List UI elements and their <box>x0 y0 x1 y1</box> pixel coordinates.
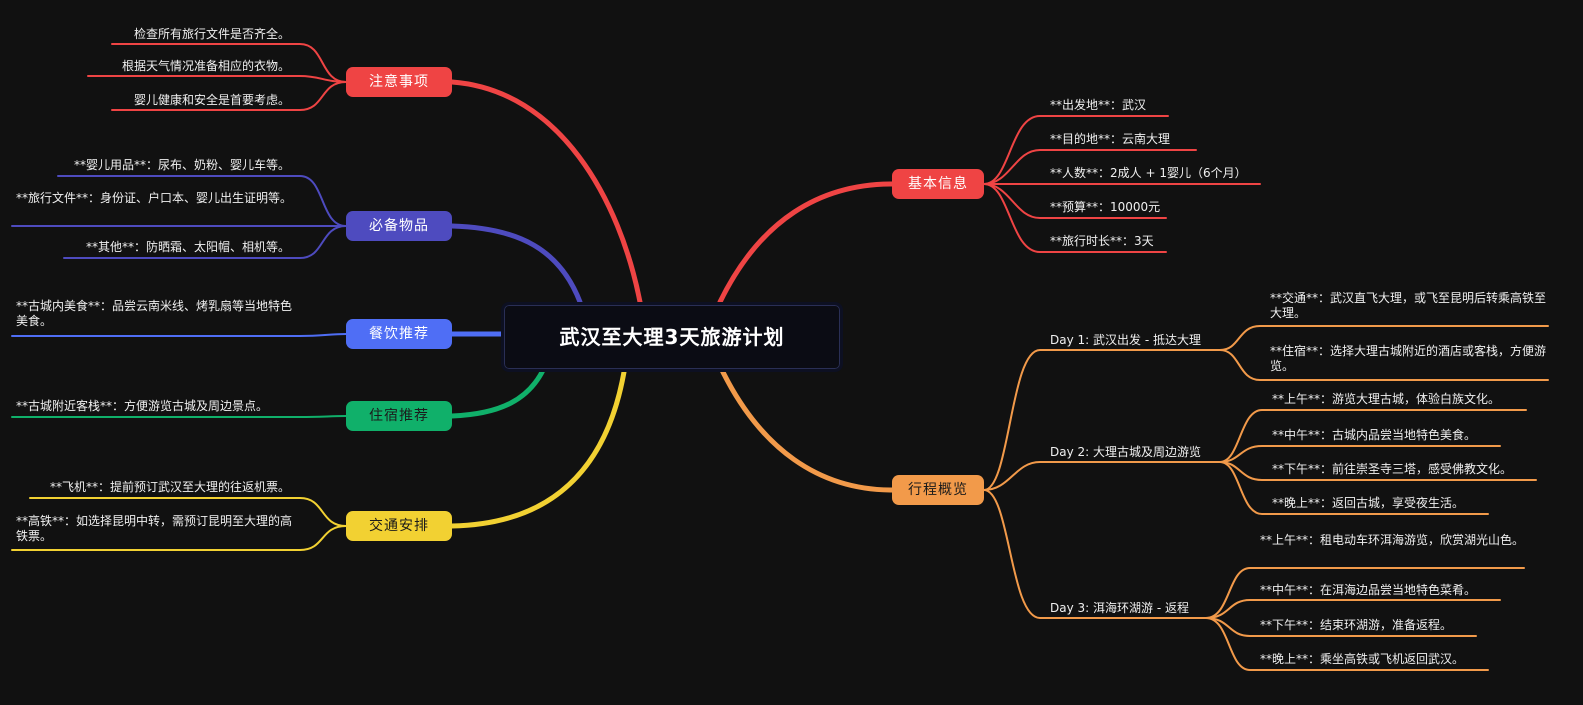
branch-notes[interactable]: 注意事项 <box>346 67 452 97</box>
leaf-basic-4: **预算**：10000元 <box>1050 200 1161 214</box>
connector-lodging <box>449 363 548 419</box>
leaf-lodging-1: **古城附近客栈**：方便游览古城及周边景点。 <box>16 399 269 413</box>
branch-essentials[interactable]: 必备物品 <box>346 211 452 241</box>
leaf-food-1: **古城内美食**：品尝云南米线、烤乳扇等当地特色美食。 <box>16 299 293 328</box>
day-2-item-3: **下午**：前往崇圣寺三塔，感受佛教文化。 <box>1272 462 1513 476</box>
day-3-item-3: **下午**：结束环湖游，准备返程。 <box>1260 618 1453 632</box>
day-3-item-4: **晚上**：乘坐高铁或飞机返回武汉。 <box>1260 652 1465 666</box>
branch-transport[interactable]: 交通安排 <box>346 511 452 541</box>
day-2-label: Day 2: 大理古城及周边游览 <box>1050 445 1202 459</box>
central-topic[interactable]: 武汉至大理3天旅游计划 <box>501 302 843 372</box>
connector-basic <box>717 181 895 305</box>
day-3-label: Day 3: 洱海环湖游 - 返程 <box>1050 601 1189 615</box>
branch-food[interactable]: 餐饮推荐 <box>346 319 452 349</box>
day-1-label: Day 1: 武汉出发 - 抵达大理 <box>1050 333 1201 347</box>
connector-itinerary <box>717 363 895 493</box>
leaf-basic-2: **目的地**：云南大理 <box>1050 132 1171 146</box>
leaf-essentials-2: **旅行文件**：身份证、户口本、婴儿出生证明等。 <box>16 191 293 205</box>
day-1-item-2: **住宿**：选择大理古城附近的酒店或客栈，方便游览。 <box>1270 344 1547 373</box>
leaf-basic-1: **出发地**：武汉 <box>1050 98 1147 112</box>
connector-essentials <box>449 223 583 305</box>
day-2-item-1: **上午**：游览大理古城，体验白族文化。 <box>1272 392 1501 406</box>
leaf-transport-1: **飞机**：提前预订武汉至大理的往返机票。 <box>49 480 290 494</box>
leaf-notes-3: 婴儿健康和安全是首要考虑。 <box>133 93 290 107</box>
leaf-notes-2: 根据天气情况准备相应的衣物。 <box>121 59 290 73</box>
day-3-item-1: **上午**：租电动车环洱海游览，欣赏湖光山色。 <box>1260 533 1525 547</box>
leaf-transport-2: **高铁**：如选择昆明中转，需预订昆明至大理的高铁票。 <box>16 514 293 543</box>
day-2-item-2: **中午**：古城内品尝当地特色美食。 <box>1272 428 1477 442</box>
leaf-essentials-1: **婴儿用品**：尿布、奶粉、婴儿车等。 <box>73 158 290 172</box>
branch-lodging[interactable]: 住宿推荐 <box>346 401 452 431</box>
branch-basic-info[interactable]: 基本信息 <box>892 169 984 199</box>
leaf-essentials-3: **其他**：防晒霜、太阳帽、相机等。 <box>85 240 290 254</box>
day-3-item-2: **中午**：在洱海边品尝当地特色菜肴。 <box>1260 583 1477 597</box>
day-1-item-1: **交通**：武汉直飞大理，或飞至昆明后转乘高铁至大理。 <box>1270 291 1547 320</box>
leaf-notes-1: 检查所有旅行文件是否齐全。 <box>133 27 290 41</box>
leaf-basic-3: **人数**：2成人 + 1婴儿（6个月） <box>1050 166 1247 180</box>
connector-notes <box>449 79 643 305</box>
leaf-basic-5: **旅行时长**：3天 <box>1050 234 1154 248</box>
connector-transport <box>449 363 628 529</box>
branch-itinerary[interactable]: 行程概览 <box>892 475 984 505</box>
day-2-item-4: **晚上**：返回古城，享受夜生活。 <box>1272 496 1465 510</box>
